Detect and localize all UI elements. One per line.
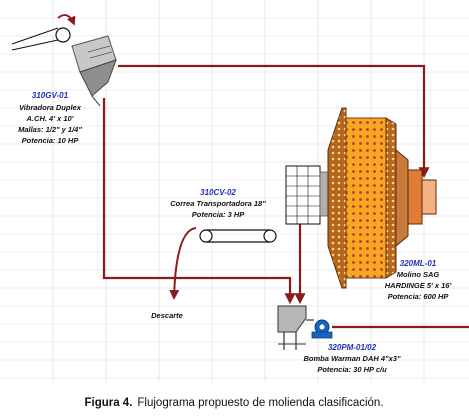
molino-tag: 320ML-01 bbox=[400, 259, 437, 268]
vibrating-screen bbox=[11, 14, 117, 107]
label-vibrador: 310GV-01 Vibradora Duplex A.CH. 4' x 10'… bbox=[18, 91, 82, 145]
caption-prefix: Figura 4. bbox=[84, 397, 132, 409]
vibrador-line-3: Mallas: 1/2" y 1/4" bbox=[18, 125, 82, 134]
label-molino: 320ML-01 Molino SAG HARDINGE 5' x 16' Po… bbox=[385, 259, 452, 301]
molino-line-3: Potencia: 600 HP bbox=[388, 292, 450, 301]
belt-conveyor bbox=[169, 227, 277, 300]
correa-line-2: Potencia: 3 HP bbox=[192, 210, 246, 219]
flow-line-oversize bbox=[118, 64, 430, 179]
molino-line-2: HARDINGE 5' x 16' bbox=[385, 281, 452, 290]
molino-line-1: Molino SAG bbox=[397, 270, 440, 279]
flow-line-undersize bbox=[102, 98, 296, 305]
label-descarte: Descarte bbox=[151, 311, 183, 320]
figure-caption: Figura 4. Flujograma propuesto de moliend… bbox=[84, 397, 383, 409]
sump-box bbox=[277, 305, 314, 350]
bomba-line-1: Bomba Warman DAH 4"x3" bbox=[304, 354, 401, 363]
bomba-tag: 320PM-01/02 bbox=[328, 343, 377, 352]
caption-line: Figura 4. Flujograma propuesto de moliend… bbox=[84, 397, 383, 409]
descarte-label: Descarte bbox=[151, 311, 183, 320]
caption-text: Flujograma propuesto de molienda clasifi… bbox=[137, 397, 383, 409]
flow-lines bbox=[102, 64, 469, 329]
label-correa: 310CV-02 Correa Transportadora 18" Poten… bbox=[170, 188, 266, 219]
label-bomba: 320PM-01/02 Bomba Warman DAH 4"x3" Poten… bbox=[304, 343, 401, 374]
vibrador-tag: 310GV-01 bbox=[32, 91, 69, 100]
pump-icon bbox=[311, 319, 333, 339]
bomba-line-2: Potencia: 30 HP c/u bbox=[317, 365, 387, 374]
correa-tag: 310CV-02 bbox=[200, 188, 236, 197]
vibrador-line-1: Vibradora Duplex bbox=[19, 103, 82, 112]
correa-line-1: Correa Transportadora 18" bbox=[170, 199, 266, 208]
vibrador-line-4: Potencia: 10 HP bbox=[22, 136, 80, 145]
vibrador-line-2: A.CH. 4' x 10' bbox=[26, 114, 74, 123]
sag-mill bbox=[327, 107, 437, 289]
trommel-screen bbox=[285, 165, 329, 225]
